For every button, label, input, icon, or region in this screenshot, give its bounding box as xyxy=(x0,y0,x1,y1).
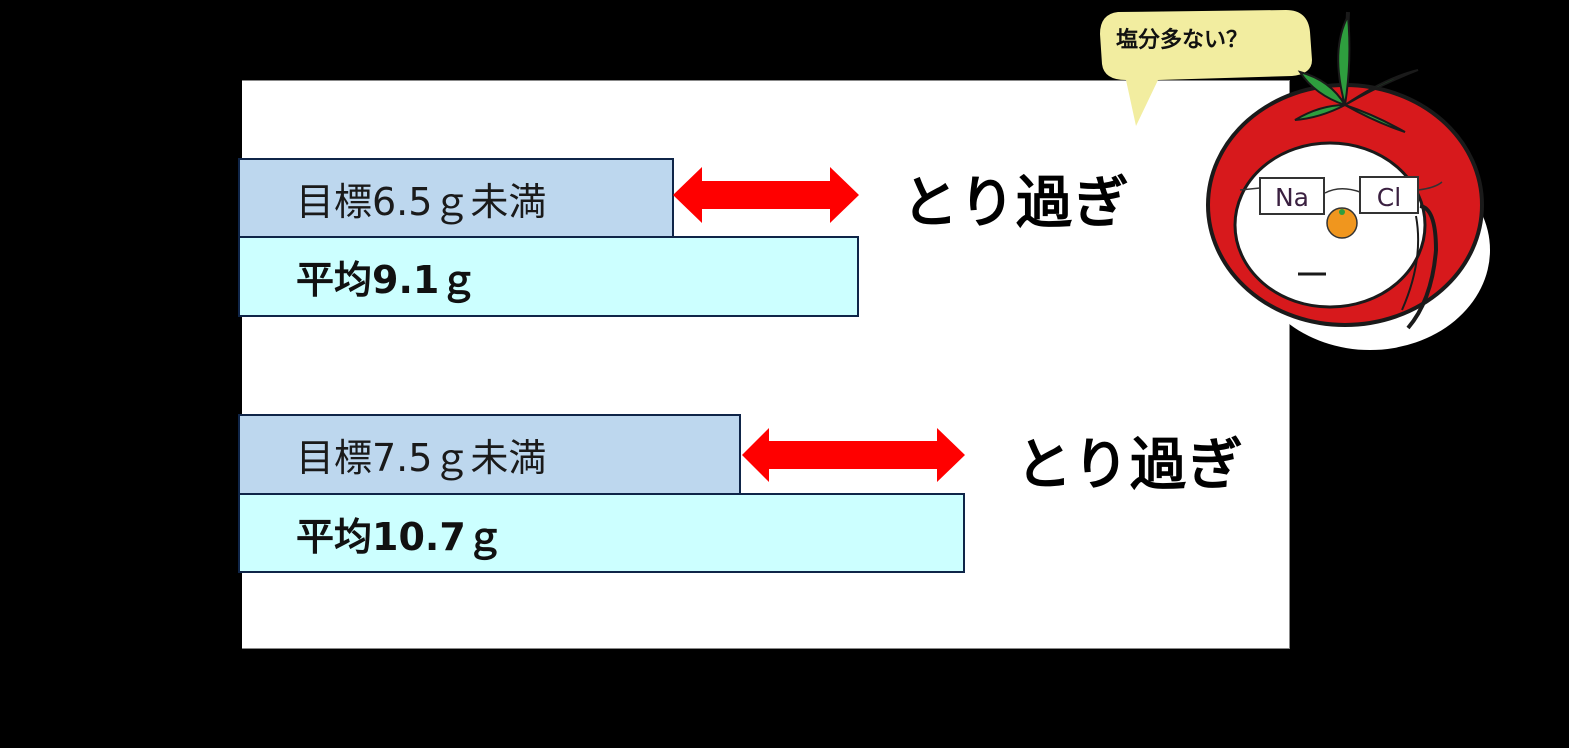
average-bar-1: 平均9.1ｇ xyxy=(238,236,859,317)
excess-label-2: とり過ぎ xyxy=(1016,433,1244,498)
double-arrow-icon-1 xyxy=(673,167,859,223)
speech-bubble xyxy=(1100,10,1312,126)
target-bar-1: 目標6.5ｇ未満 xyxy=(238,158,674,238)
average-label-2: 平均10.7ｇ xyxy=(296,514,504,559)
speech-bubble-text: 塩分多ない？ xyxy=(1116,28,1249,53)
excess-label-1: とり過ぎ xyxy=(902,171,1130,236)
average-bar-2: 平均10.7ｇ xyxy=(238,493,965,573)
average-label-1: 平均9.1ｇ xyxy=(296,258,478,302)
left-lens-text: Na xyxy=(1275,183,1309,212)
target-label-1: 目標6.5ｇ未満 xyxy=(296,179,547,224)
target-bar-2: 目標7.5ｇ未満 xyxy=(238,414,741,495)
tomato-mascot-icon: Na Cl xyxy=(1206,11,1490,350)
double-arrow-icon-2 xyxy=(742,428,965,482)
right-lens-text: Cl xyxy=(1377,183,1401,212)
target-label-2: 目標7.5ｇ未満 xyxy=(296,436,547,480)
